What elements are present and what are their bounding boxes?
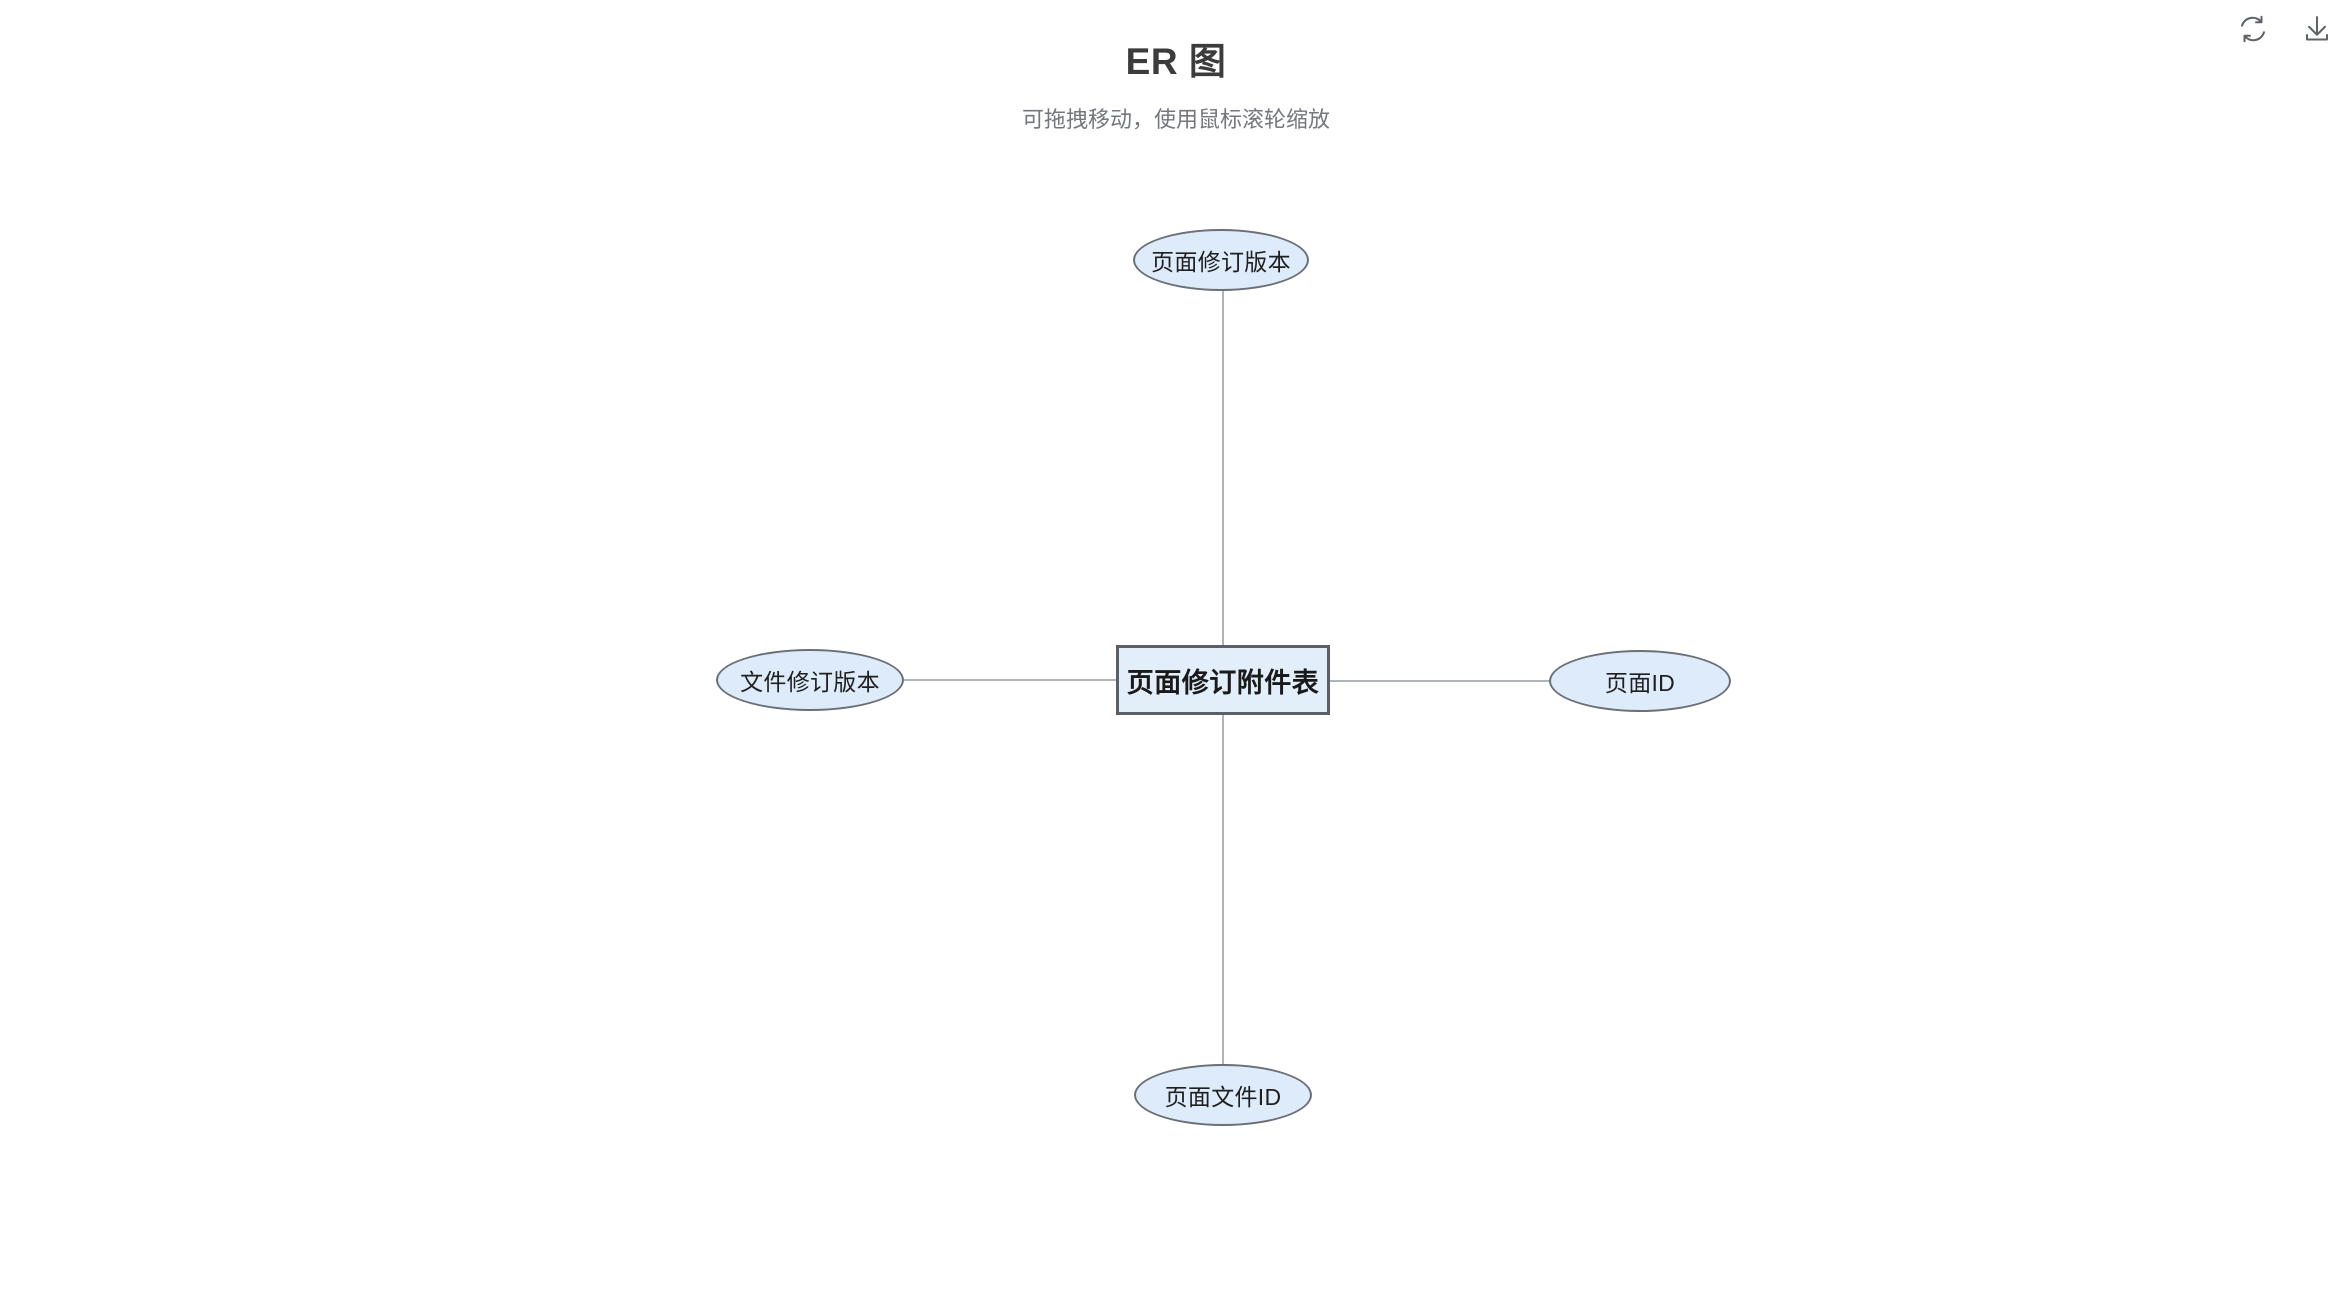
attribute-label: 页面文件ID bbox=[1164, 1084, 1282, 1110]
download-button[interactable] bbox=[2300, 12, 2334, 46]
attribute-label: 页面ID bbox=[1604, 670, 1676, 696]
refresh-icon bbox=[2238, 14, 2268, 44]
attribute-node-page-revision-version[interactable]: 页面修订版本 bbox=[1133, 229, 1309, 291]
attribute-node-page-file-id[interactable]: 页面文件ID bbox=[1134, 1064, 1312, 1126]
attribute-node-page-id[interactable]: 页面ID bbox=[1549, 650, 1731, 712]
reset-view-button[interactable] bbox=[2236, 12, 2270, 46]
attribute-label: 文件修订版本 bbox=[740, 669, 880, 695]
download-icon bbox=[2302, 14, 2332, 44]
attribute-node-file-revision-version[interactable]: 文件修订版本 bbox=[716, 649, 904, 711]
entity-node-page-revision-attachment-table[interactable]: 页面修订附件表 bbox=[1116, 645, 1330, 715]
toolbar bbox=[2236, 12, 2334, 46]
entity-label: 页面修订附件表 bbox=[1126, 667, 1320, 698]
attribute-label: 页面修订版本 bbox=[1151, 249, 1291, 275]
